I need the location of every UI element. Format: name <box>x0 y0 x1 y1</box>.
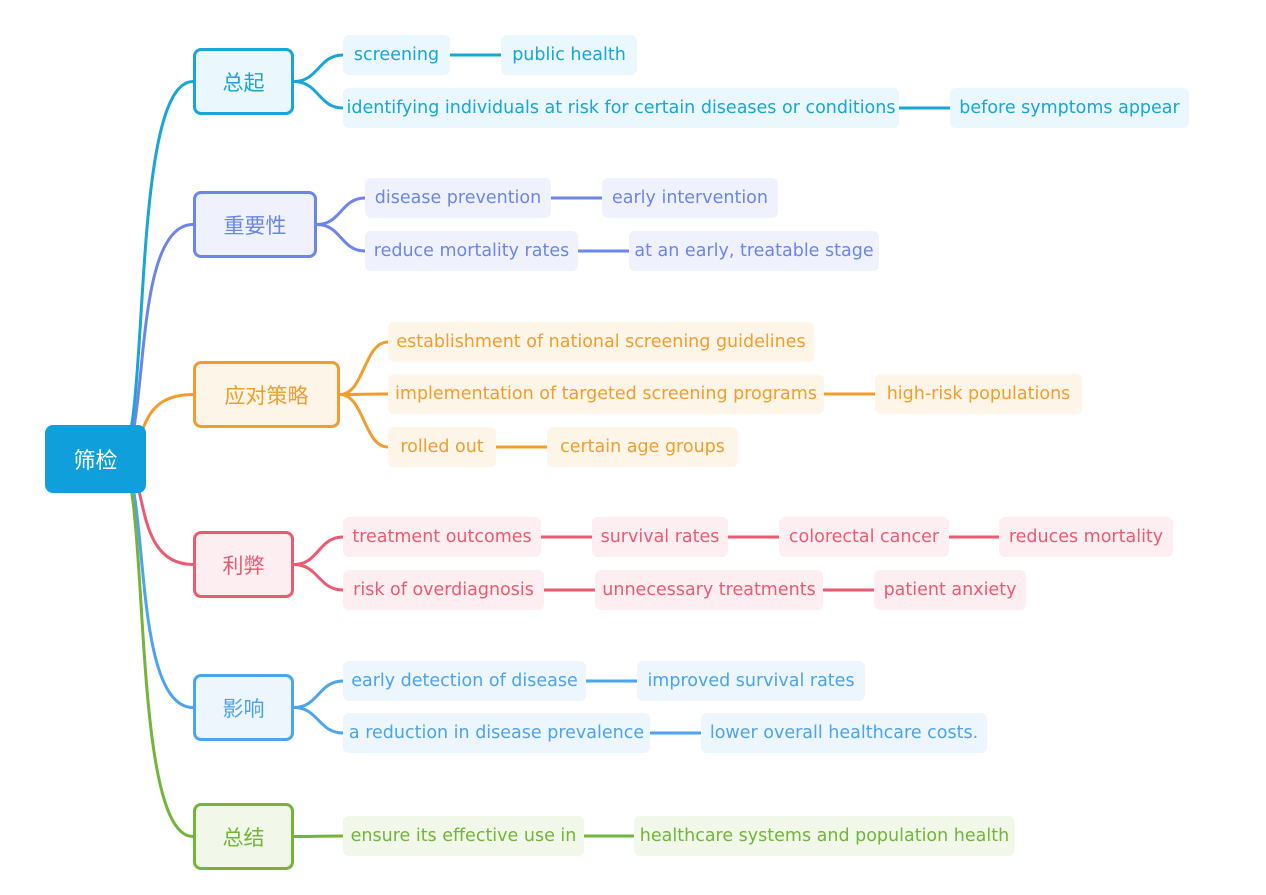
branch-node-importance[interactable]: 重要性 <box>193 191 317 258</box>
leaf-node[interactable]: at an early, treatable stage <box>629 231 879 271</box>
leaf-node[interactable]: identifying individuals at risk for cert… <box>343 88 899 128</box>
leaf-node[interactable]: risk of overdiagnosis <box>343 570 544 610</box>
leaf-label: early intervention <box>612 188 768 208</box>
leaf-label: disease prevention <box>374 188 542 208</box>
branch-node-overview[interactable]: 总起 <box>193 48 294 115</box>
leaf-node[interactable]: early intervention <box>602 178 778 218</box>
branch-to-leaf-connector <box>315 223 367 253</box>
root-to-branch-connector <box>116 223 195 461</box>
branch-node-summary[interactable]: 总结 <box>193 803 294 870</box>
leaf-node[interactable]: early detection of disease <box>343 661 586 701</box>
leaf-label: public health <box>512 45 626 65</box>
leaf-node[interactable]: rolled out <box>388 427 496 467</box>
leaf-node[interactable]: before symptoms appear <box>950 88 1189 128</box>
branch-label: 影响 <box>222 696 265 721</box>
leaf-node[interactable]: lower overall healthcare costs. <box>701 713 987 753</box>
leaf-node[interactable]: unnecessary treatments <box>595 570 823 610</box>
leaf-label: implementation of targeted screening pro… <box>395 384 817 404</box>
branch-label: 利弊 <box>222 553 265 578</box>
leaf-node[interactable]: certain age groups <box>547 427 738 467</box>
branch-to-leaf-connector <box>338 340 390 396</box>
leaf-label: ensure its effective use in <box>350 826 577 846</box>
branch-node-pros-cons[interactable]: 利弊 <box>193 531 294 598</box>
branch-to-leaf-connector <box>338 392 390 396</box>
leaf-node[interactable]: disease prevention <box>365 178 551 218</box>
leaf-node[interactable]: patient anxiety <box>874 570 1026 610</box>
leaf-label: identifying individuals at risk for cert… <box>346 98 896 118</box>
leaf-node[interactable]: colorectal cancer <box>779 517 949 557</box>
leaf-node[interactable]: public health <box>501 35 637 75</box>
leaf-node[interactable]: high-risk populations <box>875 374 1082 414</box>
leaf-label: improved survival rates <box>647 671 855 691</box>
leaf-label: survival rates <box>600 527 720 547</box>
root-label: 筛检 <box>73 449 118 474</box>
leaf-label: reduce mortality rates <box>373 241 570 261</box>
leaf-node[interactable]: establishment of national screening guid… <box>388 322 814 362</box>
leaf-label: establishment of national screening guid… <box>396 332 806 352</box>
branch-to-leaf-connector <box>315 196 367 226</box>
branch-to-leaf-connector <box>292 535 345 566</box>
branch-to-leaf-connector <box>292 834 345 838</box>
leaf-label: unnecessary treatments <box>602 580 816 600</box>
leaf-label: a reduction in disease prevalence <box>348 723 645 743</box>
leaf-node[interactable]: reduce mortality rates <box>365 231 578 271</box>
branch-to-leaf-connector <box>292 53 345 83</box>
leaf-label: colorectal cancer <box>788 527 940 547</box>
branch-to-leaf-connector <box>292 706 345 735</box>
branch-label: 应对策略 <box>224 383 309 408</box>
leaf-label: reduces mortality <box>1008 527 1164 547</box>
leaf-label: early detection of disease <box>351 671 578 691</box>
leaf-label: lower overall healthcare costs. <box>709 723 979 743</box>
leaf-node[interactable]: a reduction in disease prevalence <box>343 713 650 753</box>
branch-to-leaf-connector <box>338 393 390 449</box>
branch-label: 总起 <box>222 70 265 95</box>
leaf-node[interactable]: survival rates <box>592 517 728 557</box>
branch-node-impact[interactable]: 影响 <box>193 674 294 741</box>
branch-node-strategy[interactable]: 应对策略 <box>193 361 340 428</box>
branch-label: 重要性 <box>223 213 287 238</box>
leaf-node[interactable]: treatment outcomes <box>343 517 541 557</box>
leaf-node[interactable]: implementation of targeted screening pro… <box>388 374 824 414</box>
leaf-node[interactable]: reduces mortality <box>999 517 1173 557</box>
root-to-branch-connector <box>116 457 195 838</box>
leaf-label: treatment outcomes <box>352 527 532 547</box>
leaf-node[interactable]: improved survival rates <box>637 661 865 701</box>
leaf-label: screening <box>353 45 440 65</box>
leaf-node[interactable]: ensure its effective use in <box>343 816 584 856</box>
leaf-label: before symptoms appear <box>959 98 1180 118</box>
leaf-label: healthcare systems and population health <box>639 826 1010 846</box>
root-node[interactable]: 筛检 <box>45 425 146 493</box>
leaf-label: high-risk populations <box>886 384 1071 404</box>
leaf-label: rolled out <box>400 437 484 457</box>
leaf-label: at an early, treatable stage <box>634 241 874 261</box>
leaf-node[interactable]: healthcare systems and population health <box>634 816 1015 856</box>
branch-to-leaf-connector <box>292 80 345 110</box>
leaf-label: patient anxiety <box>883 580 1017 600</box>
root-to-branch-connector <box>116 457 195 709</box>
branch-to-leaf-connector <box>292 679 345 709</box>
leaf-label: certain age groups <box>560 437 725 457</box>
leaf-node[interactable]: screening <box>343 35 450 75</box>
branch-to-leaf-connector <box>292 563 345 592</box>
branch-label: 总结 <box>222 825 265 850</box>
leaf-label: risk of overdiagnosis <box>353 580 534 600</box>
